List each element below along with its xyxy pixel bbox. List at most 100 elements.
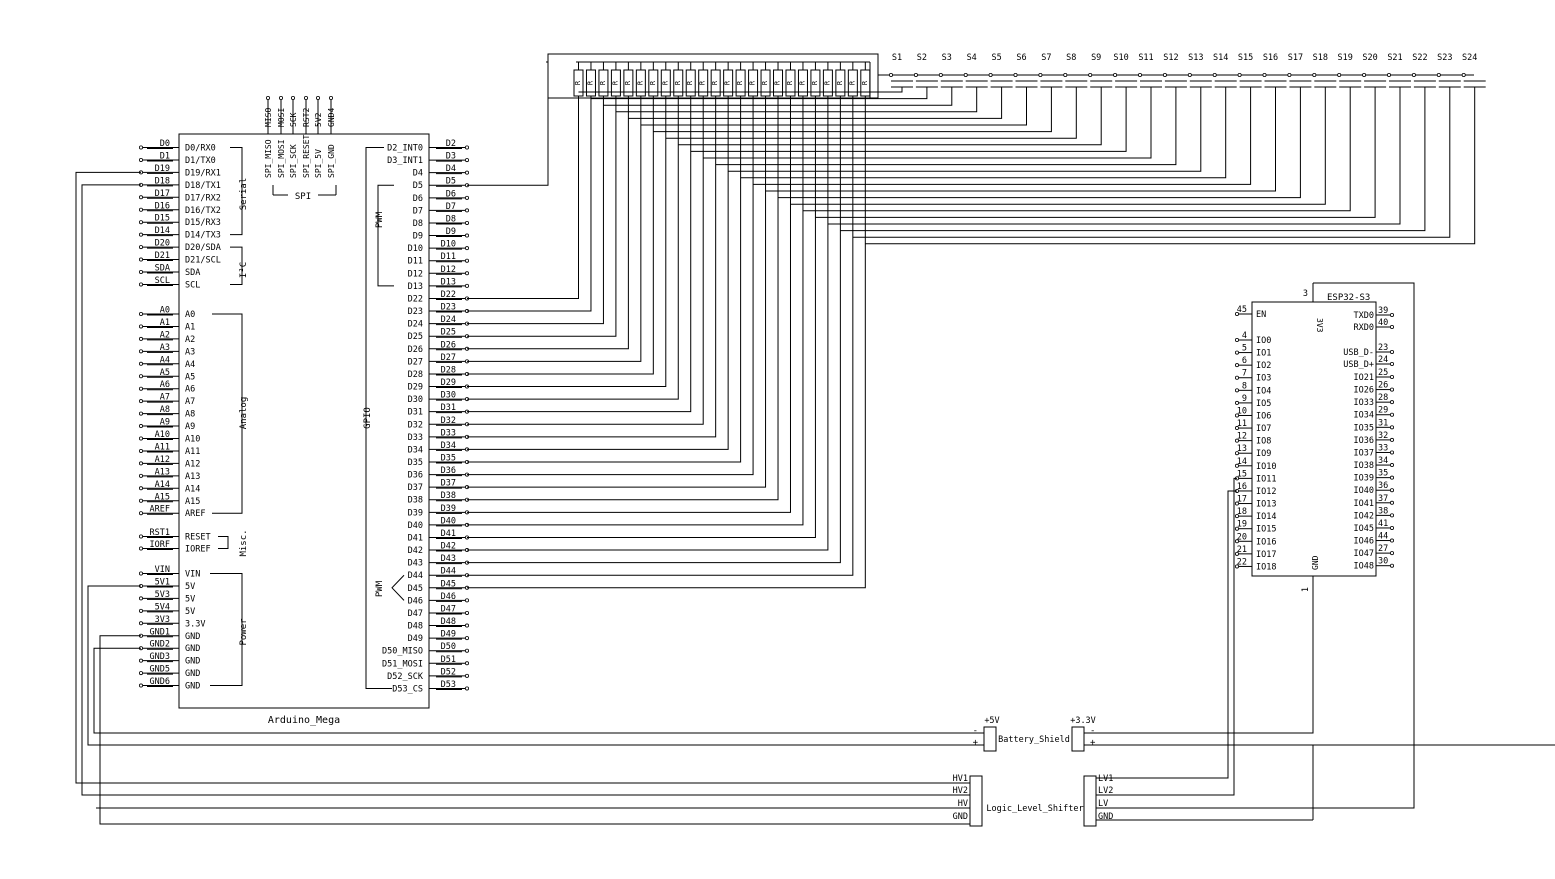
pin-end-circle: [1312, 73, 1317, 78]
mega-pin-name-d35: D35: [408, 458, 423, 468]
pin-end-circle: [1287, 73, 1292, 78]
mega-pin-name-5v: 5V: [185, 607, 195, 617]
mega-pin-name-d7: D7: [413, 206, 423, 216]
pin-end-circle: [1187, 73, 1192, 78]
pin-end-circle: [138, 534, 143, 539]
pin-end-circle: [138, 486, 143, 491]
switch-signal-wire: [778, 87, 1301, 199]
gpio-signal-wire: [467, 96, 854, 576]
mega-pin-net-d39: D39: [441, 504, 456, 514]
pin-end-circle: [1390, 374, 1395, 379]
esp32-pin-number: 21: [1237, 545, 1247, 555]
esp32-pin-number: 7: [1242, 369, 1247, 379]
esp32-pin-number: 45: [1237, 305, 1247, 315]
mega-spi-net-gnd4: GND4: [327, 108, 336, 127]
mega-pin-name-gnd: GND: [185, 644, 200, 654]
pin-end-circle: [1390, 324, 1395, 329]
resistor-label: R: [699, 80, 707, 85]
mega-pin-net-d1: D1: [160, 151, 170, 161]
d5-wire: [467, 62, 549, 186]
esp32-pin-number: 27: [1378, 544, 1388, 554]
gpio-signal-wire: [467, 96, 654, 375]
switch-label-s8: S8: [1066, 53, 1076, 63]
battery-shield-name: Battery_Shield: [998, 735, 1070, 745]
gpio-signal-wire: [467, 96, 629, 350]
mega-pin-net-d50: D50: [441, 642, 456, 652]
mega-pin-name-a6: A6: [185, 385, 195, 395]
mega-pin-name-d4: D4: [413, 169, 423, 179]
esp32-pin-number: 38: [1378, 506, 1388, 516]
mega-pin-net-d22: D22: [441, 290, 456, 300]
pin-end-circle: [464, 610, 469, 615]
mega-pin-net-gnd1: GND1: [150, 627, 170, 637]
mega-spi-net-rst2: RST2: [302, 108, 311, 127]
pin-end-circle: [138, 311, 143, 316]
esp32-pin-name-io8: IO8: [1256, 437, 1271, 447]
pin-end-circle: [464, 195, 469, 200]
switch-label-s4: S4: [967, 53, 977, 63]
gpio-signal-wire: [467, 96, 754, 476]
mega-pin-name-d37: D37: [408, 483, 423, 493]
switch-label-s19: S19: [1338, 53, 1353, 63]
switch-signal-wire: [640, 87, 1027, 126]
esp32-pin-number: 15: [1237, 469, 1247, 479]
mega-pin-name-d51-mosi: D51_MOSI: [382, 659, 423, 669]
mega-pin-name-5v: 5V: [185, 582, 195, 592]
pin-end-circle: [1390, 425, 1395, 430]
pin-end-circle: [138, 386, 143, 391]
switch-label-s5: S5: [991, 53, 1001, 63]
esp32-pin-number: 20: [1237, 532, 1247, 542]
switch-label-s23: S23: [1437, 53, 1452, 63]
esp32-pin-name-io2: IO2: [1256, 361, 1271, 371]
mega-pin-name-gnd: GND: [185, 682, 200, 692]
esp32-s3-body: [1251, 301, 1377, 577]
mega-pin-net-d19: D19: [155, 164, 170, 174]
mega-pin-name-ioref: IOREF: [185, 545, 211, 555]
esp32-pin-name-io9: IO9: [1256, 449, 1271, 459]
esp32-pin-number: 8: [1242, 381, 1247, 391]
pin-end-circle: [1390, 312, 1395, 317]
gpio-signal-wire: [467, 96, 667, 388]
esp32-pin-name-io40: IO40: [1354, 486, 1374, 496]
mega-pin-net-a11: A11: [155, 442, 170, 452]
esp32-pin-number: 34: [1378, 456, 1388, 466]
mega-pin-net-a13: A13: [155, 467, 170, 477]
lls-pin-lv2: LV2: [1098, 786, 1113, 796]
mega-pin-net-a0: A0: [160, 306, 170, 316]
pin-end-circle: [1013, 73, 1018, 78]
battery-5v-connector: [983, 726, 997, 752]
pin-end-circle: [1235, 514, 1240, 519]
gnd-battery-wire: [93, 647, 984, 734]
mega-pin-name-d47: D47: [408, 609, 423, 619]
pin-end-circle: [464, 233, 469, 238]
mega-pin-net-d44: D44: [441, 567, 456, 577]
resistor-label: R: [761, 80, 769, 85]
switch-label-s14: S14: [1213, 53, 1228, 63]
arduino-mega-body: [178, 133, 430, 709]
mega-pin-net-d41: D41: [441, 529, 456, 539]
switch-signal-wire: [578, 87, 903, 93]
gpio-signal-wire: [467, 96, 729, 450]
mega-pin-net-d52: D52: [441, 667, 456, 677]
mega-pin-name-d22: D22: [408, 294, 423, 304]
mega-spi-net-miso: MISO: [264, 108, 273, 127]
mega-pin-name-d30: D30: [408, 395, 423, 405]
pin-end-circle: [138, 473, 143, 478]
resistor-label: R: [661, 80, 669, 85]
lls-pin-lv: LV: [1098, 799, 1108, 809]
lv1-to-io12-wire: [1096, 490, 1237, 779]
switch-label-s17: S17: [1288, 53, 1303, 63]
esp32-pin-name-io13: IO13: [1256, 500, 1276, 510]
pin-end-circle: [1235, 363, 1240, 368]
esp32-pin-number: 16: [1237, 482, 1247, 492]
esp32-pin-name-io45: IO45: [1354, 524, 1374, 534]
mega-pin-name-a2: A2: [185, 335, 195, 345]
mega-spi-net-sck: SCK: [289, 112, 298, 127]
esp32-pin-name-io46: IO46: [1354, 537, 1374, 547]
mega-pin-name-d5: D5: [413, 181, 423, 191]
pin-end-circle: [138, 658, 143, 663]
gpio-signal-wire: [467, 96, 866, 589]
pin-end-circle: [138, 511, 143, 516]
esp32-pin-name-io26: IO26: [1354, 386, 1374, 396]
mega-pin-net-d38: D38: [441, 491, 456, 501]
